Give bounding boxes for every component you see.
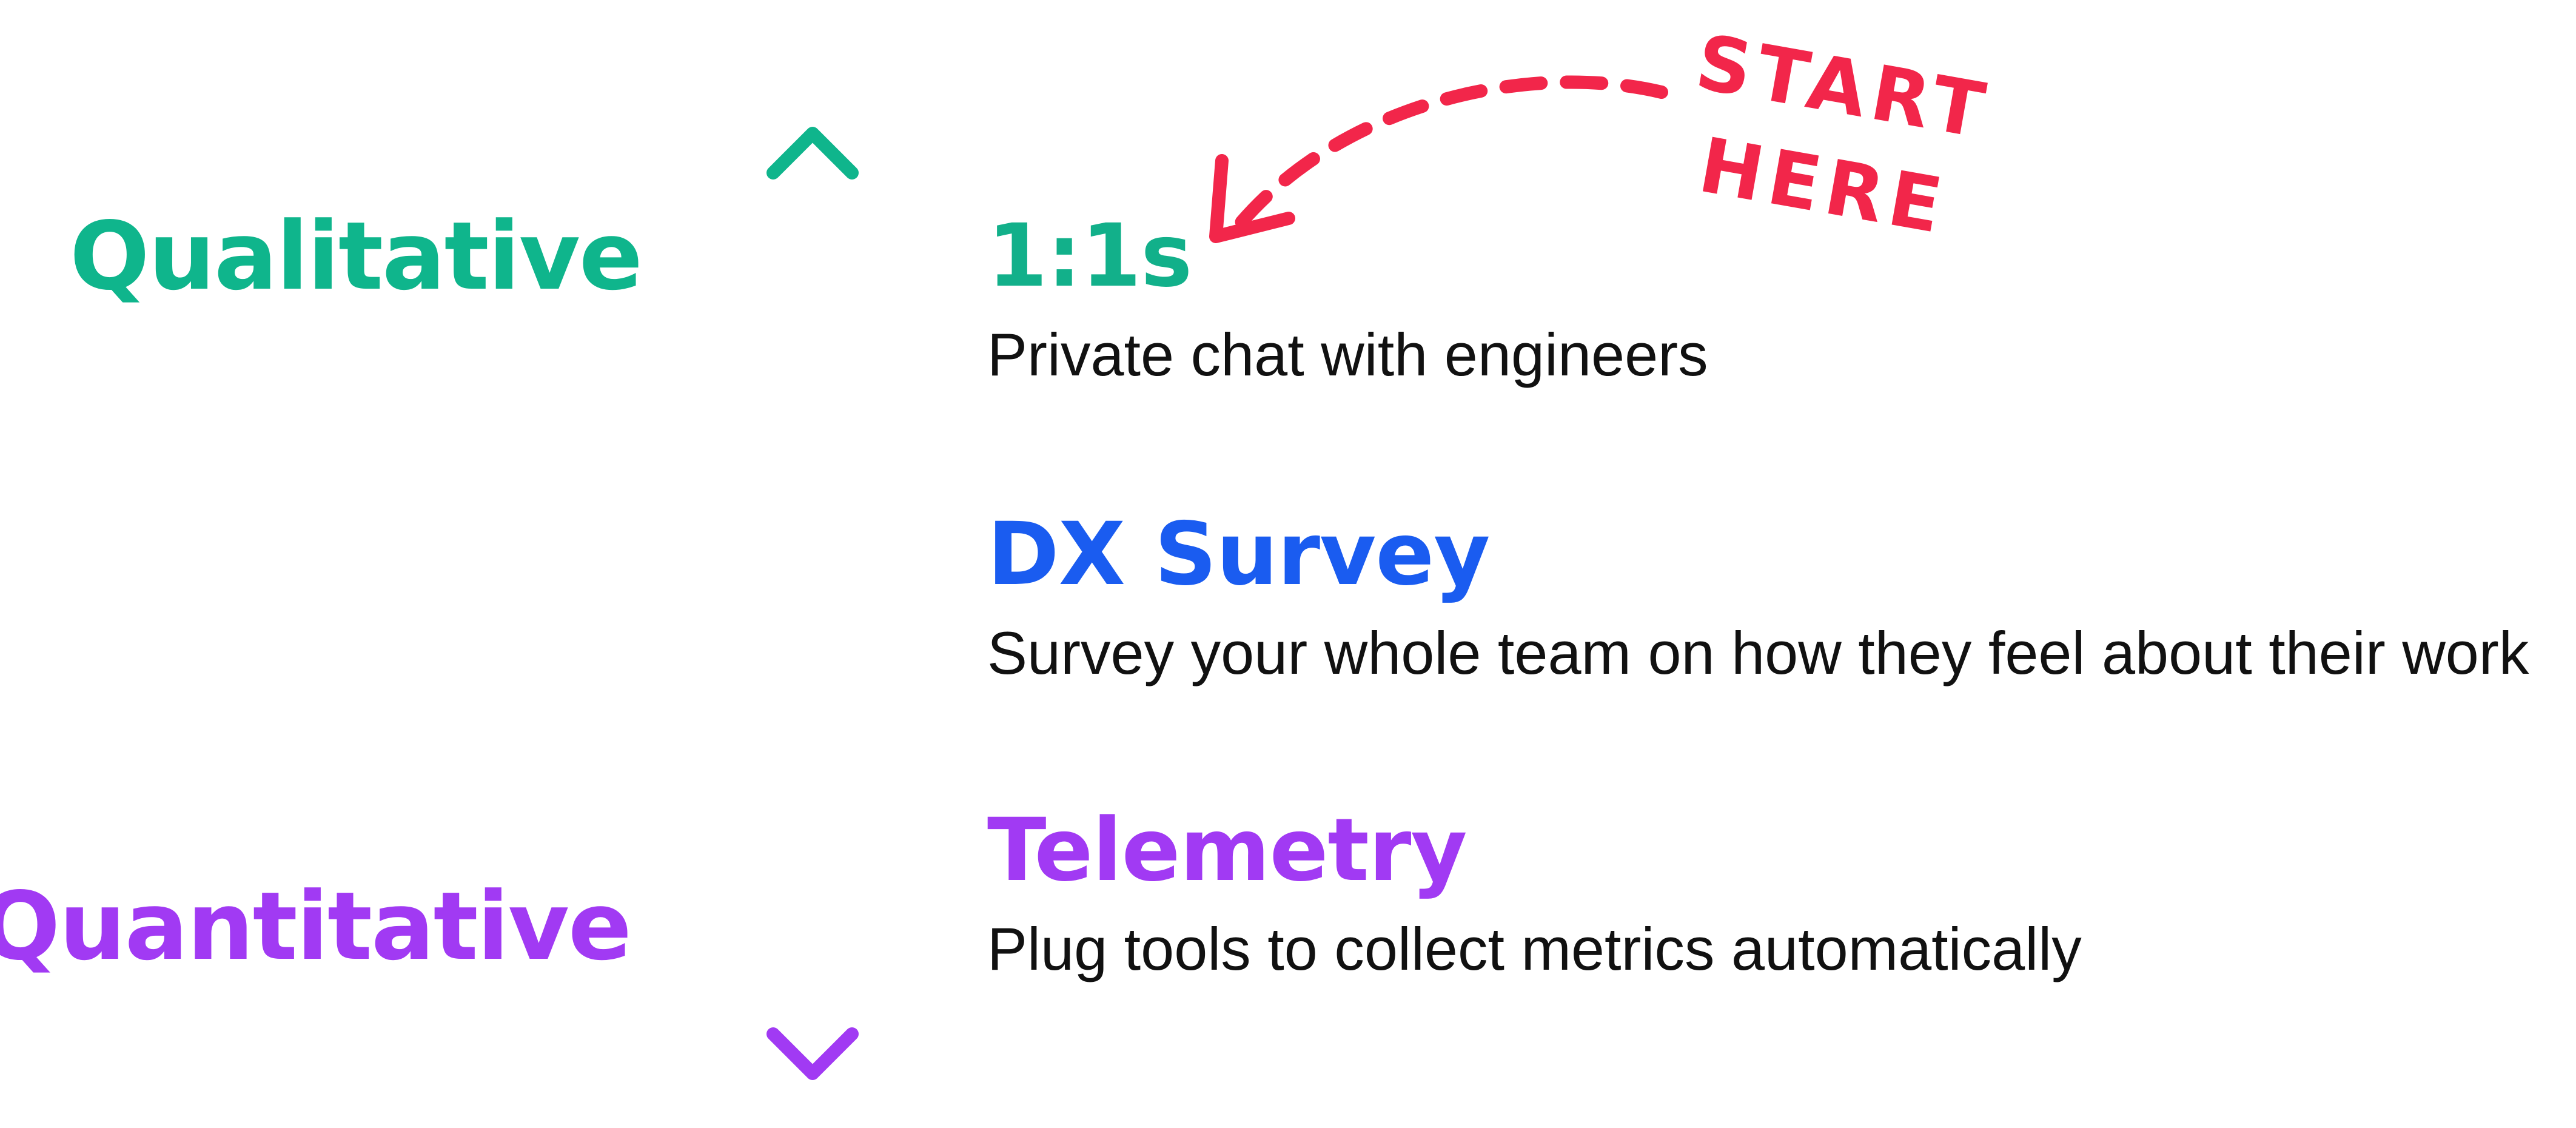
- item-description: Survey your whole team on how they feel …: [987, 619, 2529, 687]
- item-title: DX Survey: [987, 503, 1490, 605]
- item-title: 1:1s: [987, 205, 1192, 306]
- double-arrow-icon: [766, 127, 859, 1080]
- item-description: Private chat with engineers: [987, 321, 1708, 388]
- item-telemetry: Telemetry Plug tools to collect metrics …: [987, 807, 2082, 979]
- item-dx-survey: DX Survey Survey your whole team on how …: [987, 511, 2529, 683]
- item-description: Plug tools to collect metrics automatica…: [987, 915, 2082, 982]
- dashed-curved-arrow-icon: [1209, 75, 1668, 243]
- item-one-on-ones: 1:1s Private chat with engineers: [987, 212, 1708, 384]
- item-title: Telemetry: [987, 799, 1467, 901]
- qualitative-label: Qualitative: [69, 201, 643, 311]
- quantitative-label: Quantitative: [0, 871, 632, 981]
